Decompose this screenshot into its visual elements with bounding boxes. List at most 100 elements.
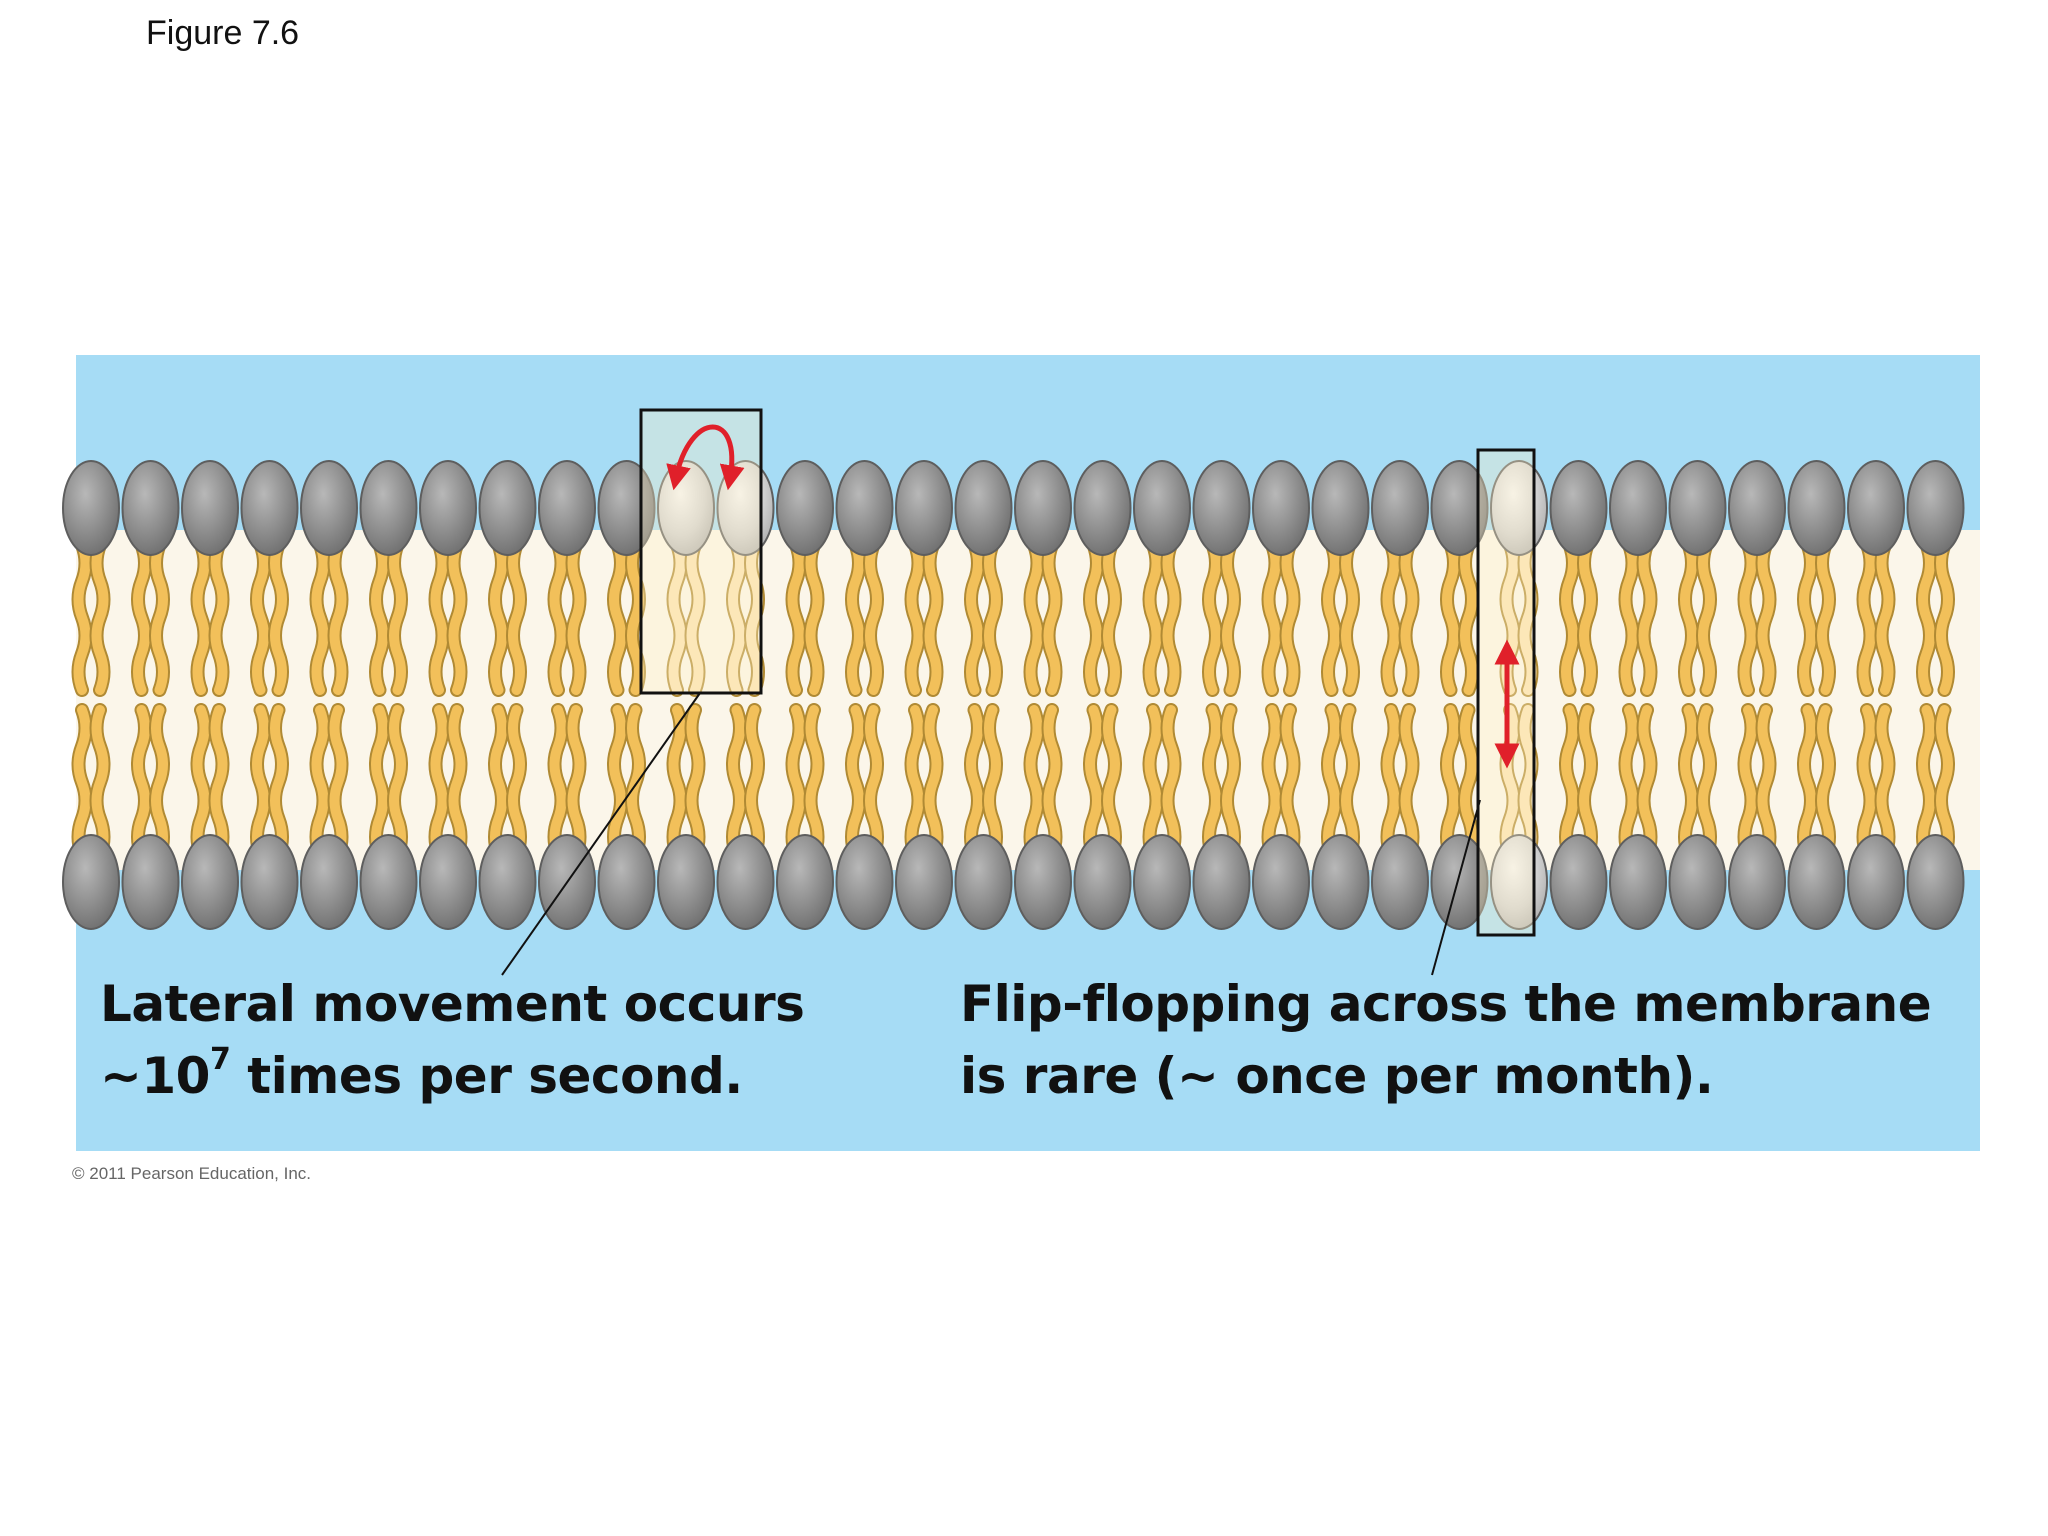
lower-lipid-tail xyxy=(805,705,823,860)
lower-lipid-tail xyxy=(984,705,1001,860)
lower-lipid-tail xyxy=(746,705,763,860)
upper-phospholipid-head xyxy=(1609,460,1667,556)
upper-phospholipid-head xyxy=(1252,460,1310,556)
lateral-rate-exponent: 7 xyxy=(209,1042,231,1077)
upper-lipid-tail xyxy=(1680,540,1697,695)
upper-phospholipid-head xyxy=(1192,460,1251,556)
lower-lipid-tail xyxy=(609,705,626,860)
lower-phospholipid-head xyxy=(776,834,834,930)
upper-lipid-tail xyxy=(1400,540,1418,695)
upper-lipid-tail xyxy=(1698,540,1715,695)
lateral-movement-arrow xyxy=(666,424,745,491)
upper-lipid-tail xyxy=(1876,540,1894,695)
lateral-rate-suffix: times per second. xyxy=(230,1047,743,1105)
upper-lipid-tail xyxy=(192,540,210,695)
lower-lipid-tail xyxy=(252,705,269,860)
upper-phospholipid-head xyxy=(1549,460,1608,556)
upper-lipid-tail xyxy=(567,540,585,695)
upper-lipid-tail xyxy=(1561,540,1578,695)
lower-lipid-tail xyxy=(151,705,168,860)
flip-flop-caption: Flip-flopping across the membrane is rar… xyxy=(960,968,1932,1112)
copyright-notice: © 2011 Pearson Education, Inc. xyxy=(72,1164,312,1183)
lower-phospholipid-head xyxy=(1728,834,1786,930)
lower-lipid-tail xyxy=(567,705,585,860)
lower-lipid-tail xyxy=(389,705,406,860)
upper-phospholipid-head xyxy=(419,460,477,556)
upper-lipid-tail xyxy=(1620,540,1638,695)
lower-lipid-tail xyxy=(924,705,942,860)
upper-lipid-tail xyxy=(270,540,287,695)
upper-lipid-tail xyxy=(1043,540,1061,695)
upper-lipid-tail xyxy=(1638,540,1656,695)
upper-phospholipid-head xyxy=(776,460,834,556)
upper-lipid-tail xyxy=(371,540,388,695)
lower-lipid-tail xyxy=(210,705,228,860)
lower-lipid-tail xyxy=(865,705,882,860)
lower-lipid-tail xyxy=(1281,705,1299,860)
upper-lipid-tail xyxy=(1341,540,1358,695)
upper-lipid-tail xyxy=(1204,540,1221,695)
lower-phospholipid-head xyxy=(419,834,477,930)
upper-lipid-tail xyxy=(1162,540,1180,695)
upper-lipid-tail xyxy=(865,540,882,695)
lower-lipid-tail xyxy=(847,705,864,860)
lower-phospholipid-head xyxy=(895,834,953,930)
upper-lipid-tail xyxy=(1739,540,1757,695)
lower-phospholipid-head xyxy=(1787,834,1846,930)
lower-lipid-tail xyxy=(1918,705,1935,860)
lower-lipid-tail xyxy=(1817,705,1834,860)
upper-phospholipid-head xyxy=(835,460,894,556)
lower-lipid-tail xyxy=(1799,705,1816,860)
lower-lipid-tail xyxy=(1579,705,1596,860)
lower-lipid-tail xyxy=(966,705,983,860)
lower-lipid-tail xyxy=(371,705,388,860)
upper-lipid-tail xyxy=(668,540,686,695)
lower-lipid-tail xyxy=(73,705,91,860)
upper-lipid-tail xyxy=(1323,540,1340,695)
figure-label: Figure 7.6 xyxy=(146,14,300,52)
lower-phospholipid-head xyxy=(1847,834,1905,930)
lower-lipid-tail xyxy=(490,705,507,860)
lower-lipid-tail xyxy=(1103,705,1120,860)
upper-phospholipid-head xyxy=(1668,460,1727,556)
upper-lipid-tail xyxy=(508,540,525,695)
lower-phospholipid-head xyxy=(62,834,120,930)
lateral-caption-line1: Lateral movement occurs xyxy=(100,975,805,1033)
lower-phospholipid-head xyxy=(1133,834,1191,930)
lower-lipid-tail xyxy=(1876,705,1894,860)
lower-lipid-tail xyxy=(1204,705,1221,860)
lower-lipid-tail xyxy=(1043,705,1061,860)
upper-lipid-tail xyxy=(1442,540,1459,695)
upper-lipid-tail xyxy=(1103,540,1120,695)
upper-lipid-tail xyxy=(490,540,507,695)
lateral-leader-line xyxy=(501,692,701,976)
upper-lipid-tail xyxy=(448,540,466,695)
lower-phospholipid-head xyxy=(716,834,775,930)
lateral-movement-caption: Lateral movement occurs ~107 times per s… xyxy=(100,968,805,1112)
upper-lipid-tail xyxy=(1757,540,1775,695)
upper-phospholipid-head xyxy=(1014,460,1072,556)
lower-lipid-tail xyxy=(1382,705,1400,860)
lower-lipid-tail xyxy=(627,705,644,860)
upper-lipid-tail xyxy=(1918,540,1935,695)
upper-lipid-tail xyxy=(787,540,805,695)
upper-phospholipid-head xyxy=(954,460,1013,556)
lower-lipid-tail xyxy=(1085,705,1102,860)
upper-phospholipid-head xyxy=(1311,460,1370,556)
lower-phospholipid-head xyxy=(1906,834,1965,930)
lower-phospholipid-head xyxy=(1371,834,1429,930)
lower-lipid-tail xyxy=(1222,705,1239,860)
lower-phospholipid-head xyxy=(1430,834,1489,930)
lower-phospholipid-head xyxy=(1192,834,1251,930)
upper-lipid-tail xyxy=(91,540,109,695)
upper-lipid-tail xyxy=(1085,540,1102,695)
lateral-highlight-box xyxy=(639,408,763,695)
upper-lipid-tail xyxy=(1263,540,1281,695)
flip-flop-leader-line xyxy=(1431,799,1481,976)
upper-lipid-tail xyxy=(1579,540,1596,695)
upper-lipid-tail xyxy=(627,540,644,695)
upper-lipid-tail xyxy=(133,540,150,695)
lower-lipid-tail xyxy=(1638,705,1656,860)
upper-lipid-tail xyxy=(151,540,168,695)
lower-phospholipid-head xyxy=(597,834,656,930)
